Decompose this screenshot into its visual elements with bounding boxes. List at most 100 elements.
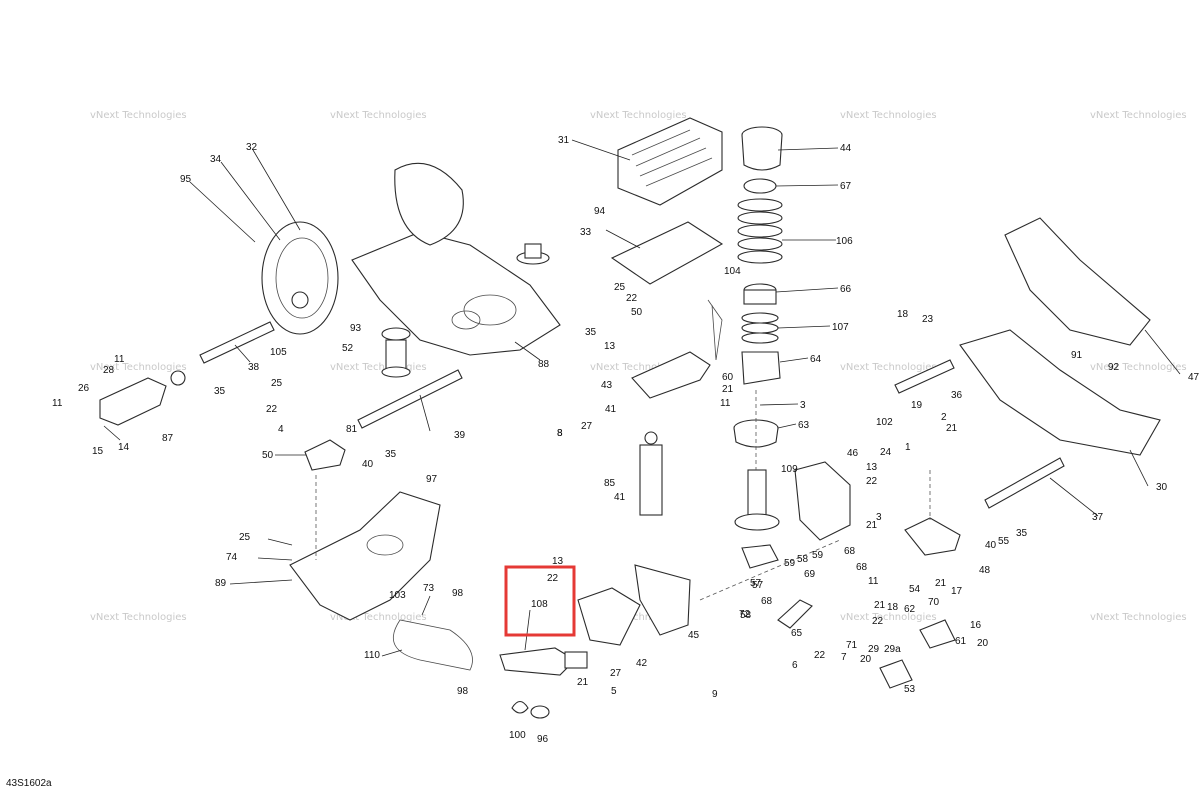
callout-label: 18	[887, 602, 899, 613]
callout-label: 62	[904, 604, 916, 615]
watermark: vNext Technologies	[330, 110, 427, 121]
callout-label: 11	[52, 398, 63, 409]
watermark: vNext Technologies	[90, 110, 187, 121]
callout-label: 93	[350, 323, 362, 334]
watermark: vNext Technologies	[590, 362, 687, 373]
part-boot-cap	[516, 243, 550, 265]
part-42-plate	[577, 587, 641, 646]
callout-label: 21	[935, 578, 947, 589]
callout-label: 25	[614, 282, 626, 293]
callout-label: 96	[537, 734, 549, 745]
callout-label: 65	[791, 628, 803, 639]
callout-label: 58	[740, 610, 752, 621]
part-57-joint	[741, 544, 779, 569]
callout-label: 61	[955, 636, 967, 647]
callout-label: 20	[860, 654, 872, 665]
callout-label: 25	[239, 532, 251, 543]
part-109-post	[734, 469, 780, 531]
callout-label: 105	[270, 347, 287, 358]
watermark: vNext Technologies	[90, 612, 187, 623]
callout-label: 22	[866, 476, 878, 487]
callout-label: 88	[538, 359, 550, 370]
callout-label: 103	[389, 590, 406, 601]
callout-label: 17	[951, 586, 963, 597]
part-87-bracket	[99, 370, 186, 426]
part-108-drive	[499, 647, 588, 676]
callout-label: 40	[362, 459, 374, 470]
callout-label: 52	[342, 343, 354, 354]
watermark: vNext Technologies	[590, 110, 687, 121]
callout-label: 22	[547, 573, 559, 584]
callout-label: 9	[712, 689, 718, 700]
callout-label: 24	[880, 447, 892, 458]
part-66-bushing	[743, 283, 777, 305]
callout-layer: 31 44 67 106 66 107 64 3 63 94 33 104 25…	[52, 135, 1200, 745]
callout-label: 89	[215, 578, 227, 589]
part-104-clip	[707, 299, 723, 361]
callout-label: 57	[752, 580, 764, 591]
callout-label: 27	[610, 668, 622, 679]
callout-label: 21	[722, 384, 734, 395]
part-61-bracket	[919, 619, 956, 649]
callout-label: 98	[457, 686, 469, 697]
part-43-mount	[631, 351, 711, 399]
callout-label: 54	[909, 584, 921, 595]
callout-label: 57	[750, 578, 762, 589]
centerlines	[315, 390, 931, 601]
callout-label: 25	[271, 378, 283, 389]
drawing-code: 43S1602a	[6, 778, 52, 789]
callout-label: 5	[611, 686, 617, 697]
callout-label: 60	[722, 372, 734, 383]
callout-label: 29a	[884, 644, 901, 655]
callout-label: 33	[580, 227, 592, 238]
callout-label: 15	[92, 446, 104, 457]
callout-label: 48	[979, 565, 991, 576]
part-48-block	[904, 517, 961, 556]
part-89-carrier	[289, 491, 441, 621]
callout-label: 68	[856, 562, 868, 573]
callout-label: 11	[720, 398, 731, 409]
callout-label: 35	[1016, 528, 1028, 539]
part-67-washer	[743, 178, 777, 194]
callout-label: 43	[601, 380, 613, 391]
watermark: vNext Technologies	[330, 612, 427, 623]
callout-label: 70	[928, 597, 940, 608]
watermark: vNext Technologies	[840, 362, 937, 373]
callout-label: 73	[423, 583, 435, 594]
part-50-block	[304, 439, 346, 471]
part-85-shock	[639, 431, 663, 516]
callout-label: 29	[868, 644, 880, 655]
callout-label: 53	[904, 684, 916, 695]
callout-label: 97	[426, 474, 438, 485]
watermark: vNext Technologies	[1090, 362, 1187, 373]
callout-label: 13	[866, 462, 878, 473]
callout-label: 109	[781, 464, 798, 475]
part-33-gasket	[610, 221, 724, 285]
watermark: vNext Technologies	[1090, 612, 1187, 623]
callout-label: 87	[162, 433, 174, 444]
callout-label: 85	[604, 478, 616, 489]
callout-label: 11	[868, 576, 879, 587]
callout-label: 42	[636, 658, 648, 669]
part-38-shaft	[199, 321, 275, 364]
callout-label: 72	[739, 609, 751, 620]
part-32-cover	[261, 221, 339, 335]
callout-label: 27	[581, 421, 593, 432]
part-45-guard	[634, 564, 691, 636]
callout-label: 31	[558, 135, 570, 146]
callout-label: 107	[832, 322, 849, 333]
callout-label: 8	[557, 428, 563, 439]
callout-label: 50	[262, 450, 274, 461]
callout-label: 3	[876, 512, 882, 523]
part-36-shaft	[894, 359, 955, 394]
callout-label: 8	[557, 428, 563, 439]
callout-label: 4	[278, 424, 284, 435]
callout-label: 58	[797, 554, 809, 565]
part-107-spring	[741, 312, 779, 344]
watermark: vNext Technologies	[330, 362, 427, 373]
callout-label: 7	[841, 652, 847, 663]
callout-label: 22	[872, 616, 884, 627]
callout-label: 91	[1071, 350, 1083, 361]
callout-label: 14	[118, 442, 130, 453]
